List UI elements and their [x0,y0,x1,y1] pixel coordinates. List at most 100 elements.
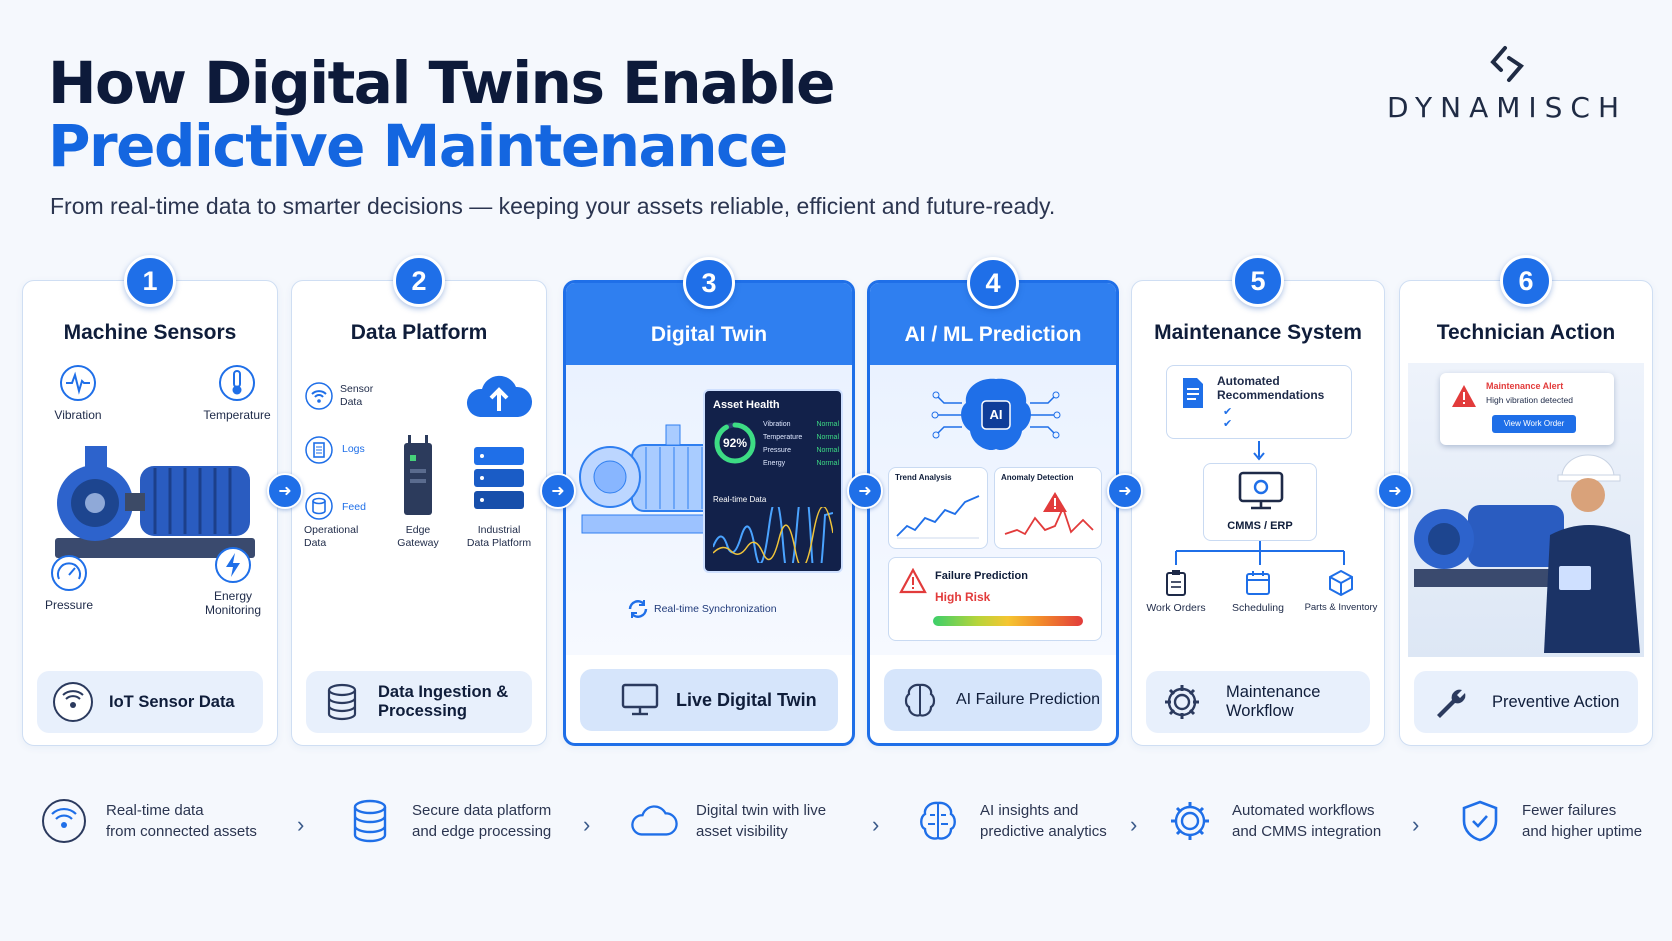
step-card-digital-twin: 3 Digital Twin Asset Health 92% Vibratio… [563,257,855,746]
step-footer: Data Ingestion & Processing [306,671,532,733]
pump-illustration [1414,505,1564,587]
wifi-icon [305,382,333,410]
shield-icon [1462,800,1498,842]
vibration-icon [60,365,96,401]
step-card-ai-prediction: 4 AI / ML Prediction AI Trend Analysis A… [867,257,1119,746]
step-number: 1 [124,255,176,307]
flow-arrow-icon: ➜ [267,473,303,509]
risk-level: High Risk [935,590,991,604]
failure-title: Failure Prediction [935,570,1028,582]
trend-analysis-panel: Trend Analysis [888,467,988,549]
benefit-item: Secure data platform and edge processing [346,797,551,845]
health-value: 92% [722,436,748,450]
chevron-right-icon: › [872,812,880,837]
brand-name: DYNAMISCH [1386,91,1628,124]
page-title-line2: Predictive Maintenance [48,112,788,180]
ai-chip-label: AI [989,407,1003,422]
step-number: 5 [1232,255,1284,307]
cmms-erp-panel: CMMS / ERP [1203,463,1317,541]
energy-sensor: Energy Monitoring [191,545,275,618]
operational-data-label: Operational Data [304,524,359,549]
flow-arrow-icon: ➜ [847,473,883,509]
server-stack-icon [474,447,524,509]
gateway-icon [404,435,432,515]
benefit-item: Digital twin with live asset visibility [630,797,826,845]
industrial-platform-label: Industrial Data Platform [466,524,532,549]
iot-icon [42,799,86,843]
trend-chart [896,495,980,539]
cloud-icon [631,805,678,836]
pump-illustration [55,446,255,558]
ai-brain-icon [931,378,1061,451]
step-footer: AI Failure Prediction [884,669,1102,731]
chart-label: Real-time Data [713,495,767,504]
chevron-right-icon: › [583,812,591,837]
flow-down-icon [1253,441,1265,461]
view-work-order-button[interactable]: View Work Order [1492,415,1576,433]
step-panel: Maintenance Alert High vibration detecte… [1400,363,1652,657]
page-title-line1: How Digital Twins Enable [48,49,835,117]
step-title: Data Platform [350,321,488,344]
benefit-item: Real-time data from connected assets [40,797,257,845]
step-panel: Automated Recommendations ✔✔ CMMS / ERP … [1132,363,1384,657]
maintenance-alert-popup: Maintenance Alert High vibration detecte… [1440,373,1614,445]
calendar-icon [1246,571,1270,595]
wrench-icon [1437,689,1466,718]
gauge-icon [51,555,87,591]
benefit-item: Automated workflows and CMMS integration [1166,797,1381,845]
alert-icon [1452,385,1476,407]
step-footer: Preventive Action [1414,671,1638,733]
database-small-icon [305,492,333,520]
check-icon: ✔✔ [1223,406,1233,431]
document-icon [305,436,333,464]
iot-icon [53,682,93,722]
lightning-icon [215,547,251,583]
anomaly-detection-panel: Anomaly Detection [994,467,1102,549]
brand-mark-icon [1490,46,1524,82]
step-card-machine-sensors: 1 Machine Sensors Vibration Temperature … [22,255,279,746]
box-icon [1329,569,1353,597]
step-panel: AI Trend Analysis Anomaly Detection Fail… [870,365,1116,655]
dashboard-heading: Asset Health [713,399,780,411]
warning-icon [899,568,927,594]
cmms-label: CMMS / ERP [1227,520,1293,532]
recommendations-panel: Automated Recommendations ✔✔ [1166,365,1352,439]
gear-icon [1165,685,1199,719]
branch-connector [1175,541,1345,565]
clipboard-icon [1166,570,1186,596]
vibration-sensor: Vibration [43,363,113,422]
recommendations-label: Automated Recommendations [1217,374,1325,403]
edge-gateway-label: Edge Gateway [397,524,439,549]
step-number: 6 [1500,255,1552,307]
technician-illustration [1544,454,1640,653]
parts-inventory-item: Parts & Inventory [1296,569,1386,613]
step-footer: IoT Sensor Data [37,671,263,733]
step-number: 3 [683,257,735,309]
work-orders-item: Work Orders [1140,569,1212,614]
brand-logo: DYNAMISCH [1372,44,1642,124]
thermometer-icon [219,365,255,401]
step-panel: Sensor Data Logs Feed Operational Data E… [292,363,546,657]
flow-arrow-icon: ➜ [1107,473,1143,509]
logs-label: Logs [342,443,365,455]
sensor-data-label: Sensor Data [340,383,374,408]
step-footer: Live Digital Twin [580,669,838,731]
sync-icon [628,600,648,618]
feed-label: Feed [342,501,366,513]
failure-prediction-panel: Failure Prediction High Risk [888,557,1102,641]
page-subtitle: From real-time data to smarter decisions… [50,193,1056,219]
step-title: Machine Sensors [63,321,237,344]
alert-title: Maintenance Alert [1486,381,1564,391]
benefit-item: Fewer failures and higher uptime [1456,797,1642,845]
database-icon [327,683,357,721]
flow-arrow-icon: ➜ [1377,473,1413,509]
database-icon [353,799,387,843]
temperature-sensor: Temperature [195,363,279,422]
cloud-upload-icon [466,375,533,417]
monitor-icon [621,683,659,716]
